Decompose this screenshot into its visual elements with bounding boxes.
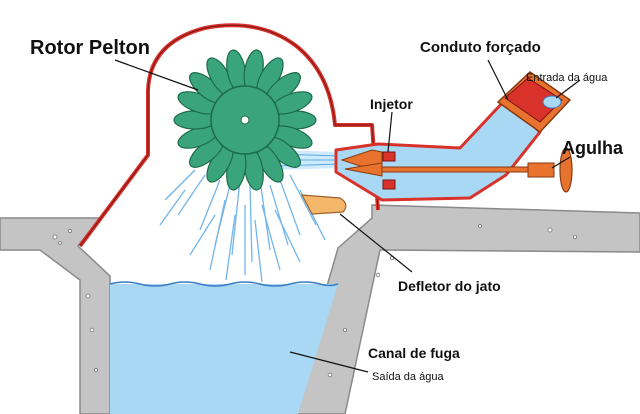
deflector-label: Defletor do jato <box>398 278 501 294</box>
needle-handle-wheel <box>559 147 573 193</box>
deflector-leader <box>339 213 413 273</box>
concrete-left-block <box>0 217 111 414</box>
rotor-leader <box>114 59 199 91</box>
tailrace-label: Canal de fuga <box>368 345 460 361</box>
leader-lines <box>114 59 581 373</box>
pelton-rotor <box>173 49 317 191</box>
water-outlet-label: Saída da água <box>372 371 444 383</box>
penstock-pipe <box>334 98 542 202</box>
inlet-flange <box>496 71 572 133</box>
inlet-leader <box>555 79 581 99</box>
penstock-leader <box>487 59 509 101</box>
needle-tip <box>344 162 383 177</box>
water-inlet-label: Entrada da água <box>526 72 608 84</box>
injector-leader <box>387 111 393 153</box>
needle-handle-stem <box>527 162 555 178</box>
water-outlet-leader <box>289 351 369 373</box>
water-surface-line <box>109 281 339 287</box>
jet-deflector <box>300 194 347 215</box>
needle-leader <box>551 156 571 169</box>
needle-rod <box>381 166 553 173</box>
tailrace-water <box>109 281 339 414</box>
injector-flange-top <box>382 151 396 162</box>
penstock-label: Conduto forçado <box>420 39 541 56</box>
injector-flange-bottom <box>382 179 396 190</box>
injector-assembly <box>334 71 573 202</box>
injector-label: Injetor <box>370 96 413 112</box>
tailrace-water-body <box>110 284 338 414</box>
rotor-axle <box>240 115 250 125</box>
rotor-label: Rotor Pelton <box>30 37 150 59</box>
turbine-casing <box>78 23 380 248</box>
water-spray <box>159 169 326 283</box>
concrete-right-slab <box>289 204 640 414</box>
needle-label: Agulha <box>562 138 624 158</box>
